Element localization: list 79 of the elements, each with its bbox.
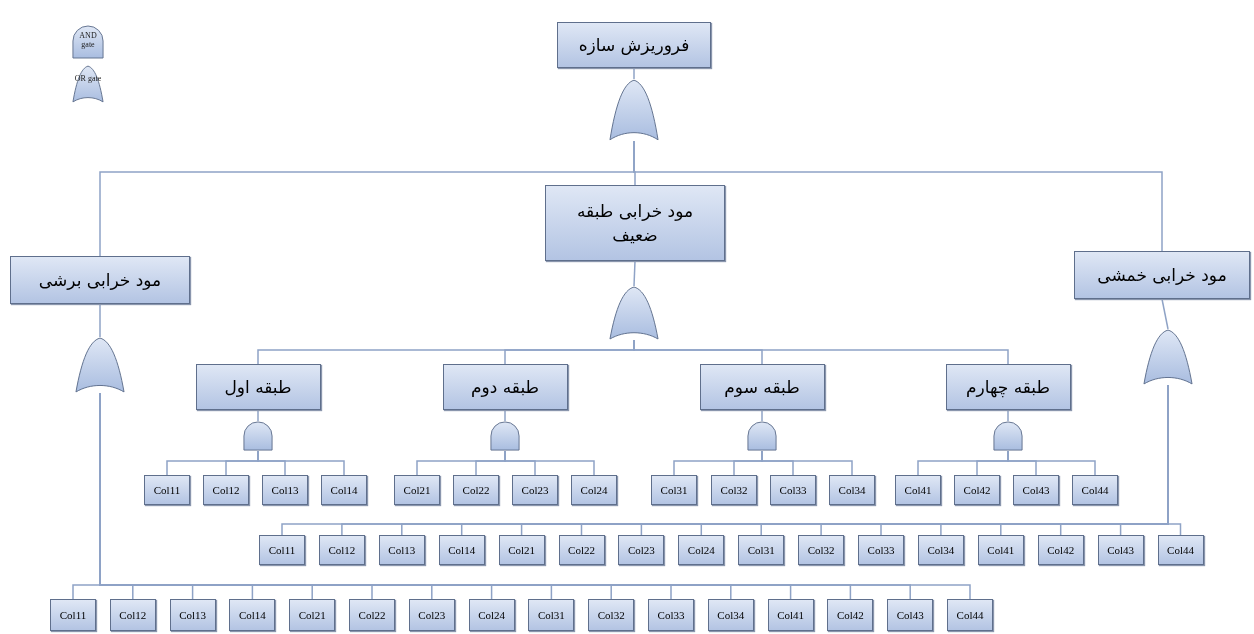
basic-event-box: Col31 xyxy=(651,475,697,505)
basic-event-box: Col23 xyxy=(408,599,455,631)
basic-event-box: Col41 xyxy=(895,475,941,505)
basic-event-box: Col11 xyxy=(259,535,305,565)
basic-event-box: Col22 xyxy=(558,535,605,565)
connector xyxy=(257,409,259,422)
basic-event-box: Col33 xyxy=(648,599,694,631)
basic-event-box: Col32 xyxy=(711,475,757,505)
basic-event-box: Col24 xyxy=(678,535,725,565)
event-box: مود خرابی طبقه ضعیف xyxy=(545,185,725,261)
basic-event-box: Col12 xyxy=(109,599,156,631)
or-gate xyxy=(75,337,125,393)
basic-event-box: Col23 xyxy=(618,535,665,565)
event-box: مود خرابی خمشی xyxy=(1074,251,1250,299)
basic-event-box: Col44 xyxy=(1157,535,1204,565)
connector xyxy=(1007,450,1096,476)
or-gate xyxy=(1143,329,1193,385)
basic-event-box: Col31 xyxy=(528,599,575,631)
connector xyxy=(1161,298,1169,330)
basic-event-box: Col14 xyxy=(321,475,367,505)
basic-event-box: Col21 xyxy=(498,535,545,565)
basic-event-box: Col23 xyxy=(512,475,558,505)
basic-event-box: Col24 xyxy=(468,599,515,631)
basic-event-box: Col14 xyxy=(229,599,276,631)
connector xyxy=(257,450,345,476)
basic-event-box: Col44 xyxy=(1072,475,1118,505)
basic-event-box: Col44 xyxy=(947,599,993,631)
basic-event-box: Col34 xyxy=(707,599,754,631)
basic-event-box: Col33 xyxy=(770,475,816,505)
basic-event-box: Col21 xyxy=(289,599,336,631)
basic-event-box: Col32 xyxy=(798,535,845,565)
and-gate xyxy=(747,421,777,451)
basic-event-box: Col31 xyxy=(738,535,785,565)
basic-event-box: Col11 xyxy=(144,475,190,505)
basic-event-box: Col43 xyxy=(1013,475,1059,505)
basic-event-box: Col43 xyxy=(887,599,934,631)
connector xyxy=(504,450,595,476)
connector xyxy=(633,67,635,80)
basic-event-box: Col42 xyxy=(1037,535,1084,565)
basic-event-box: Col34 xyxy=(829,475,875,505)
basic-event-box: Col22 xyxy=(453,475,499,505)
connector xyxy=(761,450,853,476)
connector xyxy=(761,409,763,422)
basic-event-box: Col12 xyxy=(203,475,249,505)
and-gate-legend: AND gate xyxy=(72,25,104,59)
connector xyxy=(99,303,101,338)
basic-event-box: Col21 xyxy=(394,475,440,505)
basic-event-box: Col14 xyxy=(438,535,485,565)
basic-event-box: Col22 xyxy=(349,599,395,631)
and-gate xyxy=(993,421,1023,451)
basic-event-box: Col32 xyxy=(588,599,635,631)
basic-event-box: Col33 xyxy=(858,535,904,565)
basic-event-box: Col13 xyxy=(378,535,425,565)
basic-event-box: Col13 xyxy=(169,599,216,631)
and-gate xyxy=(243,421,273,451)
basic-event-box: Col42 xyxy=(954,475,1000,505)
connector xyxy=(1167,384,1182,536)
connector xyxy=(504,409,506,422)
event-box: طبقه چهارم xyxy=(945,364,1071,410)
basic-event-box: Col41 xyxy=(767,599,814,631)
basic-event-box: Col34 xyxy=(917,535,964,565)
basic-event-box: Col13 xyxy=(262,475,308,505)
event-box: طبقه سوم xyxy=(699,364,825,410)
basic-event-box: Col42 xyxy=(827,599,874,631)
basic-event-box: Col24 xyxy=(571,475,617,505)
or-gate xyxy=(609,286,659,340)
event-box: طبقه دوم xyxy=(442,364,568,410)
or-gate xyxy=(609,79,659,141)
basic-event-box: Col41 xyxy=(977,535,1024,565)
event-box: طبقه اول xyxy=(195,364,321,410)
basic-event-box: Col12 xyxy=(318,535,365,565)
connector xyxy=(1007,409,1009,422)
basic-event-box: Col11 xyxy=(50,599,96,631)
connector xyxy=(633,260,636,287)
event-box: فروریزش سازه xyxy=(557,22,711,68)
event-box: مود خرابی برشی xyxy=(10,256,190,304)
and-gate xyxy=(490,421,520,451)
or-gate-legend: OR gate xyxy=(72,65,104,103)
basic-event-box: Col43 xyxy=(1097,535,1144,565)
